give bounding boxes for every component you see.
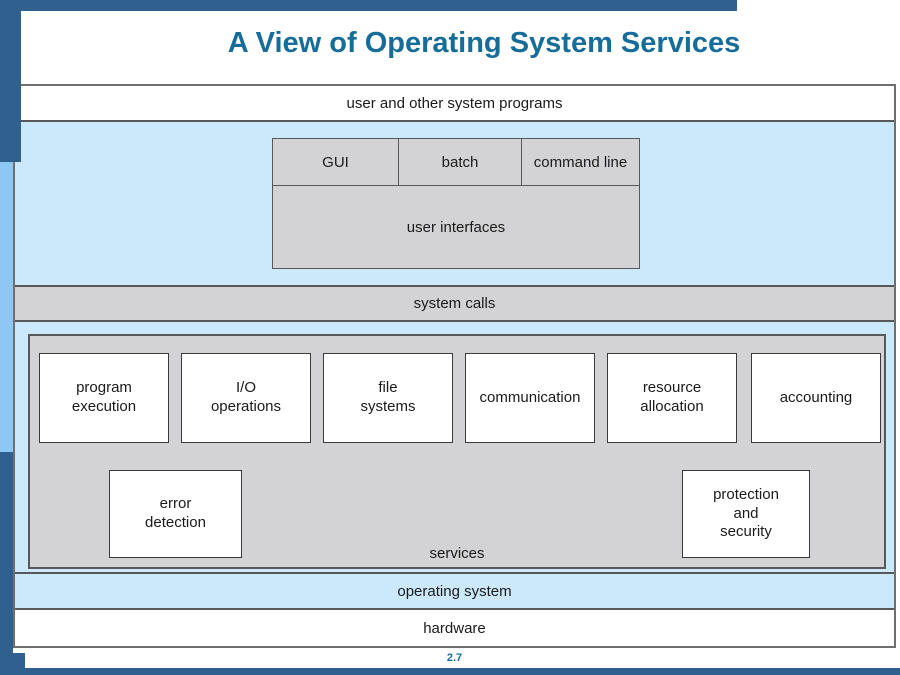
service-box-protection-and-security: protection and security (682, 470, 810, 558)
left-accent-bar-bottom (0, 452, 13, 675)
left-accent-bar-top (0, 0, 21, 162)
os-services-figure: user and other system programs GUI batch… (13, 84, 896, 648)
service-box-communication: communication (465, 353, 595, 443)
user-interface-region: GUI batch command line user interfaces (15, 122, 894, 285)
page-number: 2.7 (446, 652, 463, 664)
hardware-label: hardware (423, 619, 486, 637)
user-programs-row: user and other system programs (15, 86, 894, 122)
service-box-error-detection: error detection (109, 470, 242, 558)
top-accent-bar (0, 0, 737, 11)
user-interfaces-label: user interfaces (406, 218, 506, 236)
services-box: program execution I/O operations file sy… (28, 334, 886, 569)
hardware-bar: hardware (15, 610, 894, 646)
service-box-resource-allocation: resource allocation (607, 353, 737, 443)
spacer-row (15, 322, 894, 334)
ui-table-cell-command-line: command line (521, 139, 639, 185)
operating-system-bar: operating system (15, 572, 894, 610)
slide-title: A View of Operating System Services (227, 27, 741, 59)
service-box-file-systems: file systems (323, 353, 453, 443)
service-box-io-operations: I/O operations (181, 353, 311, 443)
system-calls-bar: system calls (15, 285, 894, 322)
system-calls-label: system calls (413, 295, 496, 312)
ui-table-cell-batch: batch (398, 139, 521, 185)
user-interfaces-header-row: GUI batch command line (273, 139, 639, 186)
ui-table-cell-gui: GUI (322, 153, 349, 171)
services-region: program execution I/O operations file sy… (15, 334, 894, 572)
bottom-accent-bar (0, 668, 900, 675)
services-label: services (429, 545, 485, 562)
user-programs-label: user and other system programs (346, 94, 563, 112)
user-interfaces-table: GUI batch command line user interfaces (272, 138, 640, 269)
operating-system-label: operating system (397, 582, 512, 600)
service-box-accounting: accounting (751, 353, 881, 443)
service-box-program-execution: program execution (39, 353, 169, 443)
left-accent-bar-middle (0, 162, 13, 452)
